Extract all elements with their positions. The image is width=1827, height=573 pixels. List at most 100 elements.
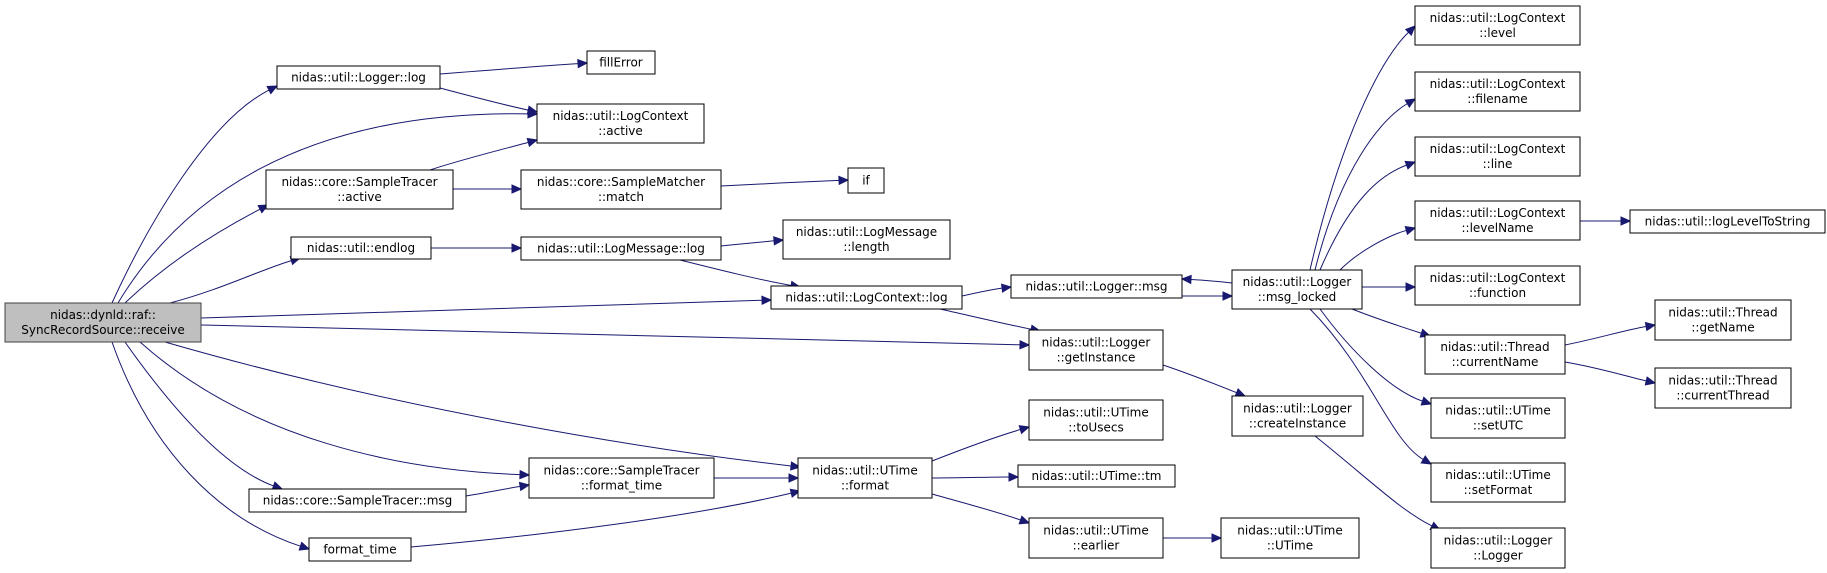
arrowhead bbox=[1404, 160, 1417, 170]
edge-receive-to-format_time_member bbox=[139, 341, 531, 480]
node-label: ::length bbox=[843, 240, 889, 254]
node-lc_filename[interactable]: nidas::util::LogContext::filename bbox=[1414, 71, 1581, 112]
node-box bbox=[847, 167, 885, 194]
edge-tracer_msg-to-format_time_member bbox=[465, 481, 531, 497]
edge-line bbox=[200, 299, 763, 319]
node-getInstance[interactable]: nidas::util::Logger::getInstance bbox=[1028, 329, 1164, 371]
node-label: ::createInstance bbox=[1249, 417, 1346, 431]
node-currentName[interactable]: nidas::util::Thread::currentName bbox=[1424, 334, 1566, 375]
edge-line bbox=[1564, 361, 1647, 382]
node-label: nidas::util::LogMessage bbox=[796, 225, 937, 239]
node-currentThread[interactable]: nidas::util::Thread::currentThread bbox=[1654, 367, 1792, 409]
node-box bbox=[1414, 5, 1581, 46]
node-utime_tm[interactable]: nidas::util::UTime::tm bbox=[1017, 464, 1176, 488]
node-earlier[interactable]: nidas::util::UTime::earlier bbox=[1028, 517, 1164, 559]
node-lc_levelName[interactable]: nidas::util::LogContext::levelName bbox=[1414, 200, 1581, 241]
node-lc_line[interactable]: nidas::util::LogContext::line bbox=[1414, 136, 1581, 177]
edge-logctx_log-to-logger_msg bbox=[961, 283, 1013, 297]
node-toUsecs[interactable]: nidas::util::UTime::toUsecs bbox=[1028, 399, 1164, 441]
node-logmsg_length[interactable]: nidas::util::LogMessage::length bbox=[782, 219, 951, 260]
node-format_time_member[interactable]: nidas::core::SampleTracer::format_time bbox=[528, 457, 715, 499]
node-box bbox=[290, 236, 432, 260]
node-label: nidas::core::SampleTracer bbox=[281, 175, 437, 189]
node-receive[interactable]: nidas::dynld::raf::SyncRecordSource::rec… bbox=[4, 302, 202, 343]
node-createInstance[interactable]: nidas::util::Logger::createInstance bbox=[1231, 395, 1364, 437]
arrowhead bbox=[1404, 225, 1417, 236]
node-box bbox=[1028, 517, 1164, 559]
node-logger_log[interactable]: nidas::util::Logger::log bbox=[276, 65, 441, 90]
node-getName[interactable]: nidas::util::Thread::getName bbox=[1654, 299, 1792, 341]
edge-endlog-to-logmsg_log bbox=[431, 243, 523, 253]
node-fillError[interactable]: fillError bbox=[586, 50, 656, 75]
node-label: nidas::util::Logger bbox=[1243, 402, 1352, 416]
node-label: ::filename bbox=[1467, 92, 1527, 106]
node-lc_level[interactable]: nidas::util::LogContext::level bbox=[1414, 5, 1581, 46]
edge-line bbox=[1309, 308, 1424, 460]
edge-msg_locked-to-setFormat bbox=[1309, 308, 1433, 465]
node-label: nidas::util::UTime::tm bbox=[1032, 469, 1162, 483]
edge-line bbox=[931, 493, 1021, 521]
node-utime_format[interactable]: nidas::util::UTime::format bbox=[797, 457, 933, 499]
node-tracer_active[interactable]: nidas::core::SampleTracer::active bbox=[265, 169, 454, 210]
node-box bbox=[1414, 71, 1581, 112]
node-lc_function[interactable]: nidas::util::LogContext::function bbox=[1414, 265, 1581, 306]
node-label: ::currentThread bbox=[1676, 389, 1769, 403]
node-box bbox=[265, 169, 454, 210]
node-label: ::format_time bbox=[581, 479, 662, 493]
node-label: ::toUsecs bbox=[1068, 421, 1123, 435]
node-logctx_active[interactable]: nidas::util::LogContext::active bbox=[536, 103, 705, 144]
node-tracer_msg[interactable]: nidas::core::SampleTracer::msg bbox=[248, 488, 467, 513]
node-logLevelToString[interactable]: nidas::util::logLevelToString bbox=[1629, 209, 1826, 234]
node-label: nidas::util::Logger::msg bbox=[1025, 280, 1167, 294]
node-box bbox=[1220, 517, 1360, 559]
node-label: nidas::util::LogContext bbox=[1430, 11, 1566, 25]
edge-line bbox=[117, 113, 529, 304]
node-box bbox=[308, 537, 412, 562]
edge-line bbox=[931, 429, 1021, 462]
node-endlog[interactable]: nidas::util::endlog bbox=[290, 236, 432, 260]
node-label: nidas::util::LogContext bbox=[1430, 271, 1566, 285]
node-label: nidas::dynld::raf:: bbox=[50, 308, 156, 322]
arrowhead bbox=[773, 236, 785, 246]
node-label: ::msg_locked bbox=[1258, 290, 1336, 304]
node-label: nidas::util::LogMessage::log bbox=[537, 242, 705, 256]
node-matcher_match[interactable]: nidas::core::SampleMatcher::match bbox=[520, 169, 722, 210]
node-setFormat[interactable]: nidas::util::UTime::setFormat bbox=[1430, 462, 1566, 503]
node-label: ::active bbox=[598, 124, 643, 138]
arrowhead bbox=[1620, 216, 1632, 226]
edge-line bbox=[111, 89, 270, 304]
edge-line bbox=[111, 341, 301, 547]
node-box bbox=[797, 457, 933, 499]
edge-receive-to-tracer_msg bbox=[124, 341, 284, 491]
edge-logger_log-to-fillError bbox=[439, 58, 589, 75]
node-label: nidas::util::UTime bbox=[812, 464, 917, 478]
node-logger_msg[interactable]: nidas::util::Logger::msg bbox=[1010, 274, 1183, 299]
node-label: nidas::core::SampleTracer bbox=[543, 464, 699, 478]
arrowhead bbox=[1222, 291, 1234, 301]
node-label: ::getInstance bbox=[1057, 351, 1136, 365]
node-box bbox=[586, 50, 656, 75]
node-logctx_log[interactable]: nidas::util::LogContext::log bbox=[770, 285, 963, 310]
edge-line bbox=[465, 485, 521, 497]
node-msg_locked[interactable]: nidas::util::Logger::msg_locked bbox=[1231, 269, 1363, 310]
edge-line bbox=[164, 341, 792, 467]
node-setUTC[interactable]: nidas::util::UTime::setUTC bbox=[1430, 397, 1566, 439]
node-label: ::Logger bbox=[1473, 549, 1523, 563]
node-format_time[interactable]: format_time bbox=[308, 537, 412, 562]
node-box bbox=[528, 457, 715, 499]
node-if[interactable]: if bbox=[847, 167, 885, 194]
node-box bbox=[1017, 464, 1176, 488]
node-label: nidas::util::Logger bbox=[1042, 336, 1151, 350]
arrowhead bbox=[1008, 472, 1020, 482]
node-utime_ctor[interactable]: nidas::util::UTime::UTime bbox=[1220, 517, 1360, 559]
node-logmsg_log[interactable]: nidas::util::LogMessage::log bbox=[520, 236, 722, 261]
node-label: format_time bbox=[323, 543, 396, 557]
node-box bbox=[1028, 399, 1164, 441]
edge-line bbox=[1319, 308, 1423, 402]
node-box bbox=[520, 236, 722, 261]
node-logger_ctor[interactable]: nidas::util::Logger::Logger bbox=[1430, 527, 1566, 569]
node-box bbox=[1629, 209, 1826, 234]
node-box bbox=[536, 103, 705, 144]
node-box bbox=[1231, 395, 1364, 437]
node-box bbox=[1430, 397, 1566, 439]
